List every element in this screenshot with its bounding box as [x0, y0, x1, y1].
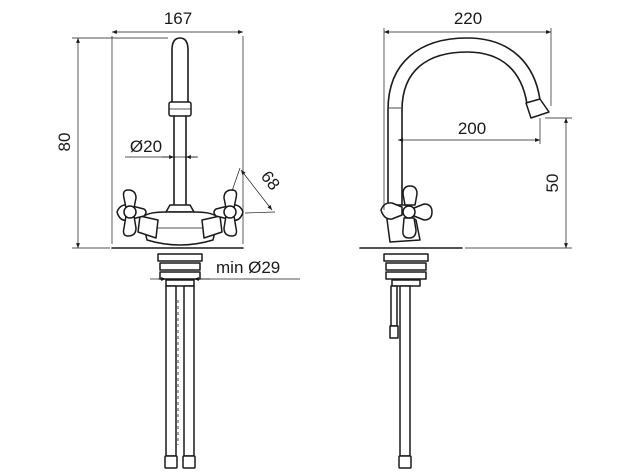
front-right-handle — [201, 189, 244, 239]
dim-side-width: 220 — [454, 9, 482, 28]
front-collar — [165, 204, 195, 213]
dim-front-width: 167 — [164, 9, 192, 28]
dim-handle-span: 68 — [257, 167, 284, 194]
front-supply-pipes — [164, 285, 196, 469]
front-view: 167 80 Ø20 68 min Ø29 — [55, 9, 300, 469]
front-body — [141, 211, 219, 246]
front-mounting-nut — [157, 253, 203, 287]
side-mounting-nut — [383, 253, 429, 287]
dim-side-height: 50 — [543, 174, 562, 193]
side-spout-outer — [387, 37, 541, 206]
side-spout-tip — [525, 98, 550, 119]
side-supply-pipes — [389, 285, 412, 469]
front-spout-column — [171, 37, 189, 113]
side-view: 220 200 50 — [359, 9, 572, 469]
side-handle — [380, 185, 433, 239]
dim-spout-diameter: Ø20 — [130, 137, 162, 156]
dim-front-height: 80 — [55, 133, 74, 152]
dim-line-handle-span — [240, 169, 273, 211]
dim-hole-diameter: min Ø29 — [216, 258, 280, 277]
dim-side-reach: 200 — [458, 119, 486, 138]
front-left-handle — [116, 189, 159, 239]
side-spout-inner — [401, 51, 528, 206]
